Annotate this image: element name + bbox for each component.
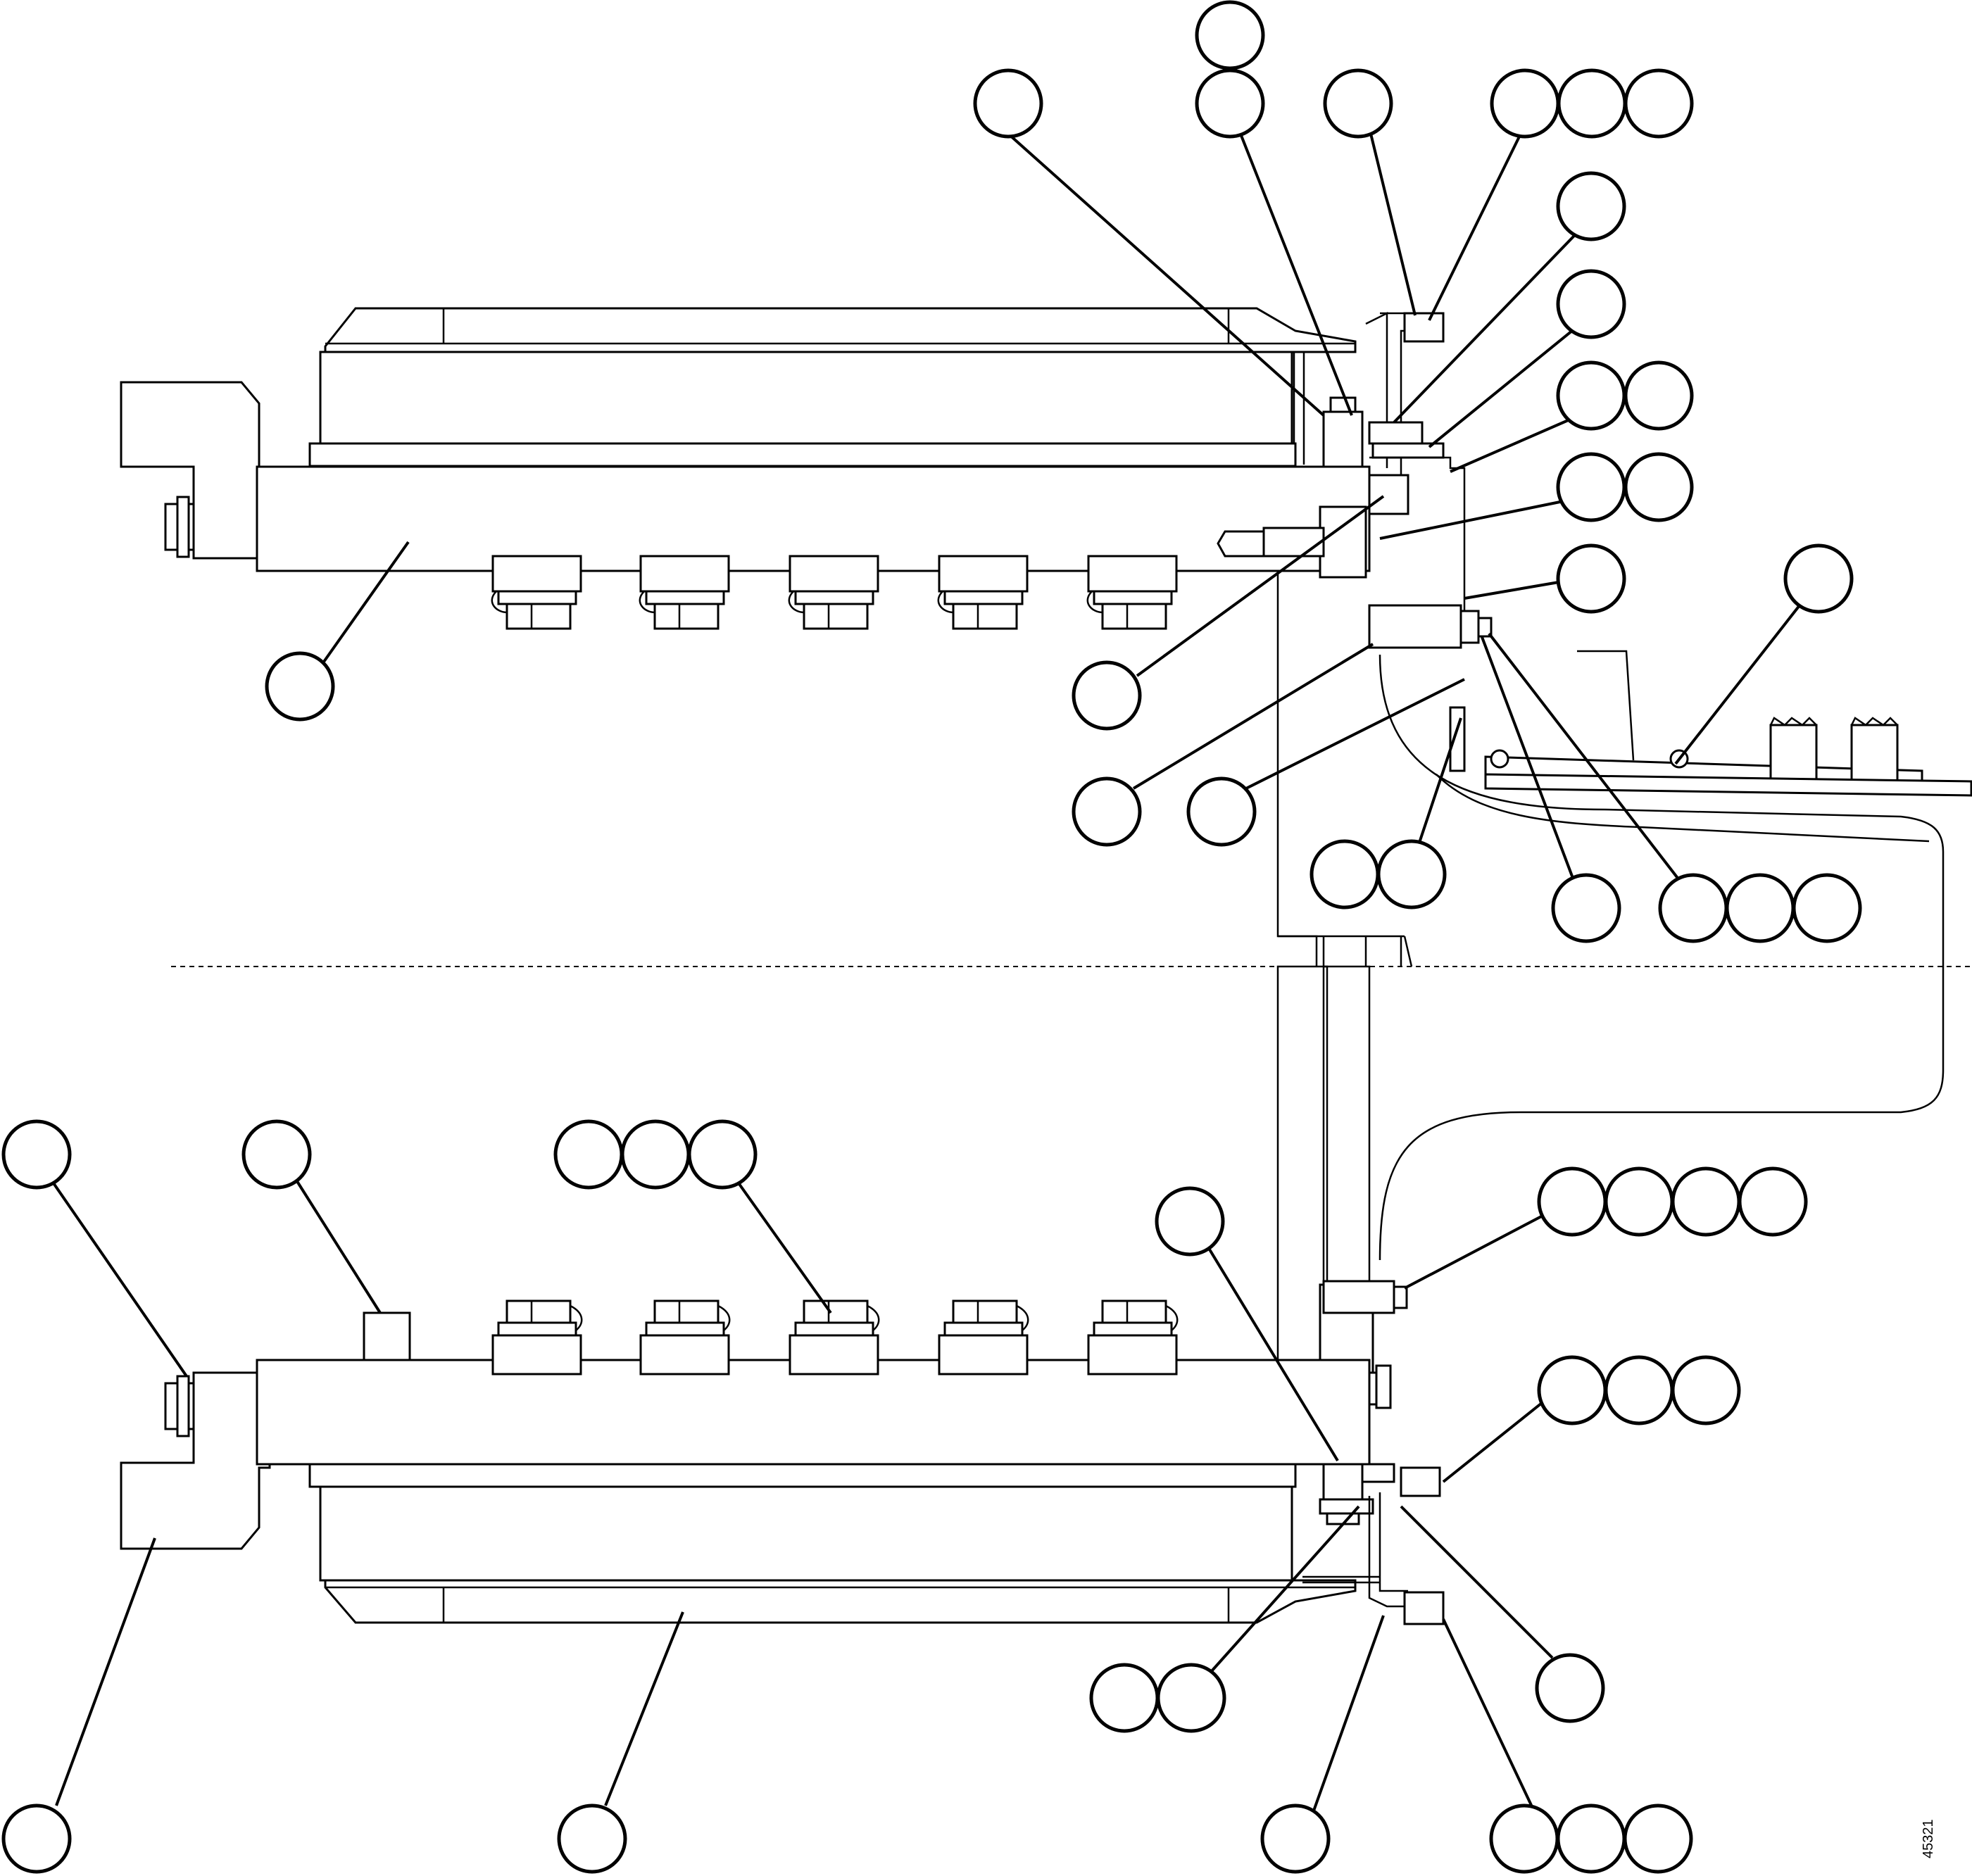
callout-bubble — [1604, 1355, 1674, 1425]
callout-bubble — [1556, 1803, 1626, 1874]
callout-bubble — [1072, 660, 1142, 731]
callout-bubble — [1556, 360, 1626, 431]
upper-end-bolt — [164, 496, 195, 558]
callout-bubble — [1155, 1186, 1225, 1257]
callout-bubble — [1535, 1653, 1605, 1723]
callout-bubble — [1537, 1166, 1607, 1237]
callout-bubble — [1376, 839, 1447, 909]
callout-bubble — [1537, 1355, 1607, 1425]
callout-bubble — [1, 1803, 72, 1874]
upper-shaft — [1484, 650, 1972, 797]
callout-bubble — [1624, 68, 1694, 139]
lower-caps — [491, 1299, 1179, 1375]
callout-bubble — [1490, 68, 1560, 139]
callout-bubble — [1604, 1166, 1674, 1237]
callout-bubble — [1072, 776, 1142, 847]
lower-cover — [308, 1463, 1297, 1488]
callout-bubble — [1725, 873, 1795, 943]
upper-top-pad — [324, 307, 1357, 353]
callout-bubble — [241, 1119, 312, 1190]
callout-bubble — [553, 1119, 624, 1190]
upper-body-curve — [1378, 654, 1945, 967]
upper-assembly — [120, 307, 1972, 967]
leader-lines — [49, 132, 1804, 1813]
callout-bubble — [1671, 1355, 1741, 1425]
upper-flange — [1217, 311, 1493, 772]
callout-bubble — [265, 651, 335, 722]
lower-bottom-pad — [324, 1579, 1357, 1624]
callout-bubble — [1738, 1166, 1808, 1237]
upper-housing — [319, 351, 1293, 445]
callout-bubble — [1556, 452, 1626, 522]
lower-body-curve — [1378, 967, 1945, 1261]
callout-bubble — [1623, 1803, 1693, 1874]
upper-end-block — [120, 381, 275, 560]
lower-housing — [319, 1485, 1293, 1582]
callout-bubble — [687, 1119, 758, 1190]
upper-cover — [308, 442, 1297, 467]
callout-bubble — [1260, 1803, 1331, 1874]
callout-bubble — [1186, 776, 1257, 847]
callout-bubble — [1310, 839, 1380, 909]
callout-bubble — [1658, 873, 1728, 943]
callout-bubble — [1551, 873, 1621, 943]
callout-bubble — [1195, 68, 1265, 139]
lower-main-bar — [256, 1359, 1371, 1466]
upper-caps — [491, 555, 1178, 630]
callout-bubble — [973, 68, 1043, 139]
callout-bubble — [1, 1119, 72, 1190]
callout-bubble — [1783, 543, 1854, 614]
lower-end-bolt — [164, 1375, 195, 1437]
callout-bubble — [620, 1119, 691, 1190]
figure-code: 45321 — [1921, 1819, 1936, 1858]
upper-main-bar — [256, 465, 1371, 572]
callout-bubble — [1624, 360, 1694, 431]
callout-bubble — [1156, 1663, 1226, 1733]
callout-bubble — [1556, 171, 1626, 241]
lower-tab — [363, 1311, 411, 1361]
callout-bubble — [1557, 68, 1627, 139]
callout-bubble — [1671, 1166, 1741, 1237]
lower-assembly — [120, 965, 1945, 1625]
callout-bubble — [557, 1803, 627, 1874]
callout-bubble — [1556, 543, 1626, 614]
callout-bubble — [1624, 452, 1694, 522]
callout-bubble — [1195, 0, 1265, 70]
lower-end-block — [120, 1371, 275, 1550]
callout-bubble — [1489, 1803, 1559, 1874]
callout-bubble — [1556, 269, 1626, 339]
callout-bubbles — [1, 0, 1862, 1874]
callout-bubble — [1089, 1663, 1160, 1733]
callout-bubble — [1323, 68, 1393, 139]
callout-bubble — [1792, 873, 1862, 943]
